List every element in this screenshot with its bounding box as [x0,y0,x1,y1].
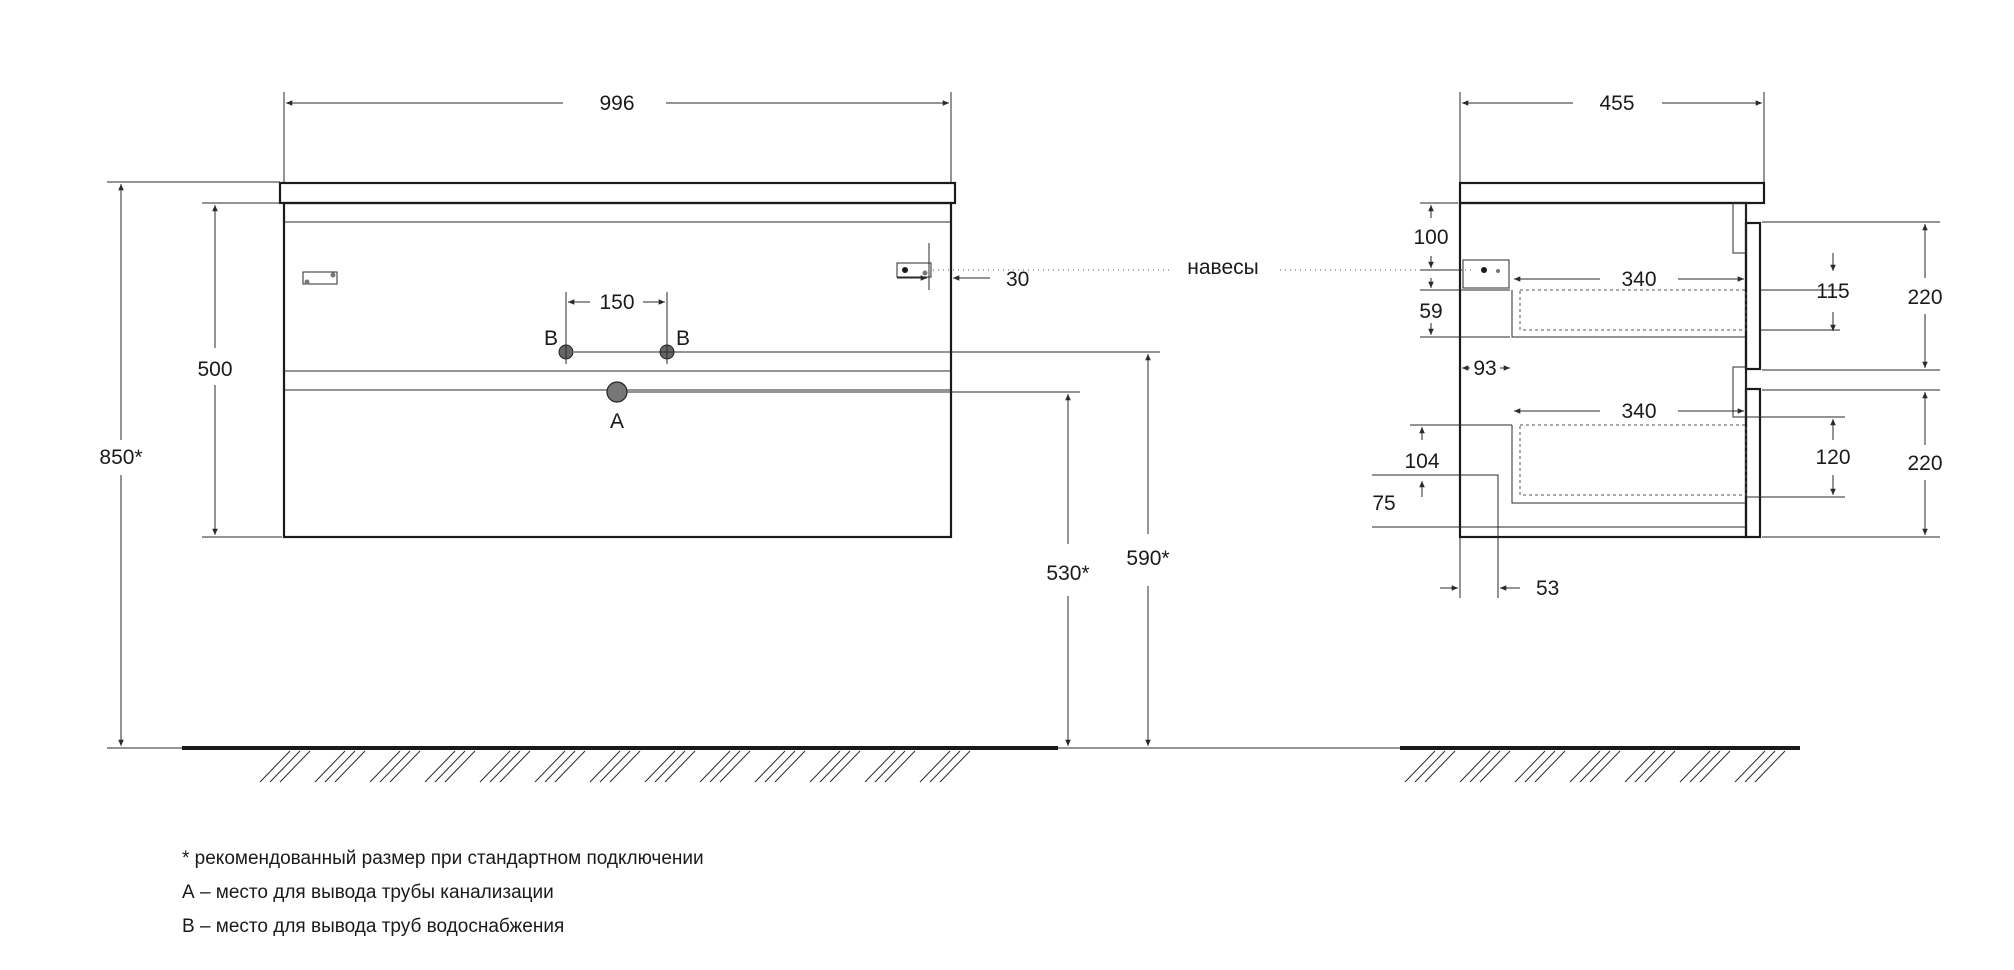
dim-bottom-drawer-height: 120 [1815,446,1850,469]
dim-bottom-front-height: 220 [1907,452,1942,475]
side-hinge-icon [1462,259,1510,289]
hinges-label: навесы [1187,256,1258,279]
dim-drawer-offset: 59 [1419,300,1442,323]
label-b-right: B [676,327,690,350]
label-b-left: B [544,327,558,350]
top-drawer-box [1511,290,1746,338]
handle-bottom [1732,366,1747,418]
dim-total-height: 850* [99,446,142,469]
dim-top-front-height: 220 [1907,286,1942,309]
dim-plinth-setback: 53 [1536,577,1559,600]
dim-depth: 455 [1599,92,1634,115]
dim-hinge-offset: 30 [1006,268,1029,291]
note-recommended: * рекомендованный размер при стандартном… [182,848,704,869]
side-cabinet [1458,201,1748,539]
dim-hinge-height: 100 [1413,226,1448,249]
handle-top [1732,202,1747,254]
front-view: 996 850* 500 150 B B A 30 590* [99,92,1400,783]
hinge-screw [1496,269,1500,273]
dim-bottom-drawer-offset: 104 [1404,450,1439,473]
floor-hatch-side [1404,750,1786,783]
hinge-screw [304,279,310,285]
dim-body-height: 500 [197,358,232,381]
dim-top-drawer-depth: 340 [1621,268,1656,291]
hinge-screw [922,270,928,276]
dim-bottom-drawer-depth: 340 [1621,400,1656,423]
dim-water-height: 590* [1126,547,1169,570]
note-water: В – место для вывода труб водоснабжения [182,916,565,937]
hinge-right-icon [896,262,932,278]
dim-plinth-height: 75 [1372,492,1395,515]
hinge-screw [330,272,336,278]
bottom-drawer-inner [1519,424,1747,496]
dim-width-front: 996 [599,92,634,115]
side-drawer-front-top [1744,221,1762,371]
bottom-drawer-box [1511,425,1746,504]
note-drain: А – место для вывода трубы канализации [182,882,554,903]
drain-pipe-icon [606,381,628,403]
front-cabinet [282,201,953,539]
hinge-left-icon [302,271,338,285]
dim-top-drawer-height: 115 [1816,280,1849,303]
hinge-screw [1481,267,1487,273]
side-view: 455 100 59 93 340 340 115 [1372,92,1943,783]
side-countertop [1458,181,1766,205]
plinth-cut [1488,474,1746,528]
dim-drawer-setback: 93 [1473,357,1496,380]
hinge-screw [902,267,908,273]
label-a: A [610,410,624,433]
top-drawer-inner [1519,289,1747,331]
notes: * рекомендованный размер при стандартном… [182,848,704,950]
side-drawer-front-bottom [1744,387,1762,539]
front-countertop [278,181,957,205]
dim-drain-height: 530* [1046,562,1089,585]
dim-pipe-spacing: 150 [599,291,634,314]
floor-hatch-front [259,750,971,783]
